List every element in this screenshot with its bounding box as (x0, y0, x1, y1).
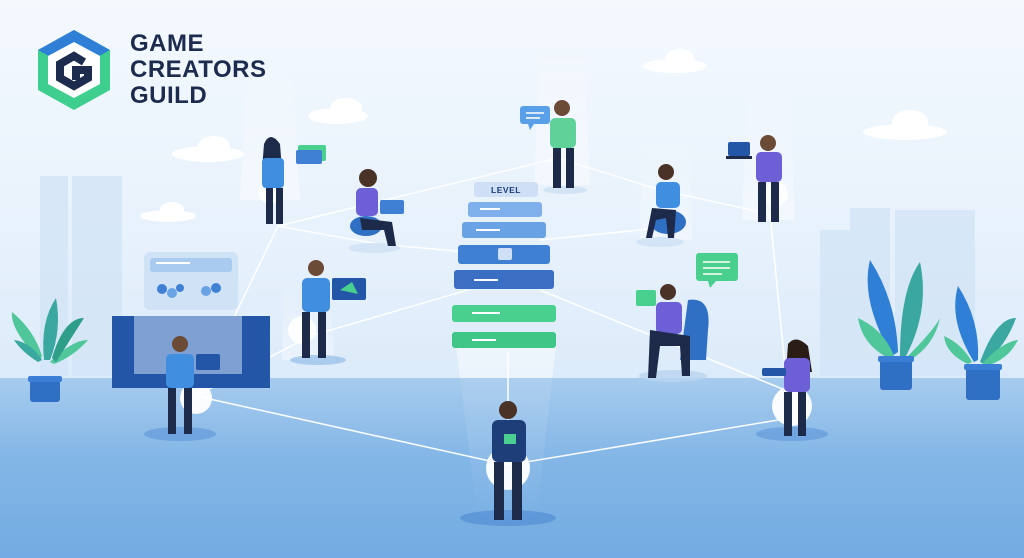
level-bar-1 (474, 182, 538, 197)
level-stack: LEVEL (452, 182, 556, 348)
plant-right-1 (858, 260, 940, 390)
level-bar-6 (452, 305, 556, 322)
person-lead-center (492, 401, 526, 520)
level-bar-5 (454, 270, 554, 289)
level-bar-3 (462, 222, 546, 238)
level-bar-7 (452, 332, 556, 348)
clouds (140, 49, 947, 222)
level-label: LEVEL (491, 185, 521, 195)
person-seated-right (646, 164, 686, 238)
brand-line-3: GUILD (130, 82, 208, 109)
level-bar-2 (468, 202, 542, 217)
brand-line-2: CREATORS (130, 56, 267, 83)
controller-icon (498, 248, 512, 260)
plant-right-2 (944, 286, 1018, 400)
person-speaker (550, 100, 576, 188)
person-chair-reader (636, 284, 709, 378)
brand-name: GAME CREATORS GUILD (130, 31, 266, 109)
brand-logo[interactable]: GAME CREATORS GUILD (32, 28, 266, 112)
person-presenter-left (302, 260, 366, 358)
person-tablet-bottom-left (166, 336, 220, 434)
brand-line-1: GAME (130, 30, 204, 57)
person-laptop-standing (726, 135, 782, 222)
person-tablet-bottom-right (762, 339, 812, 436)
person-laptop-seated (350, 169, 404, 246)
person-designer-tablet (262, 137, 322, 224)
plant-left (11, 298, 88, 402)
hexagon-g-logo-icon (38, 30, 110, 110)
left-display (112, 252, 270, 388)
